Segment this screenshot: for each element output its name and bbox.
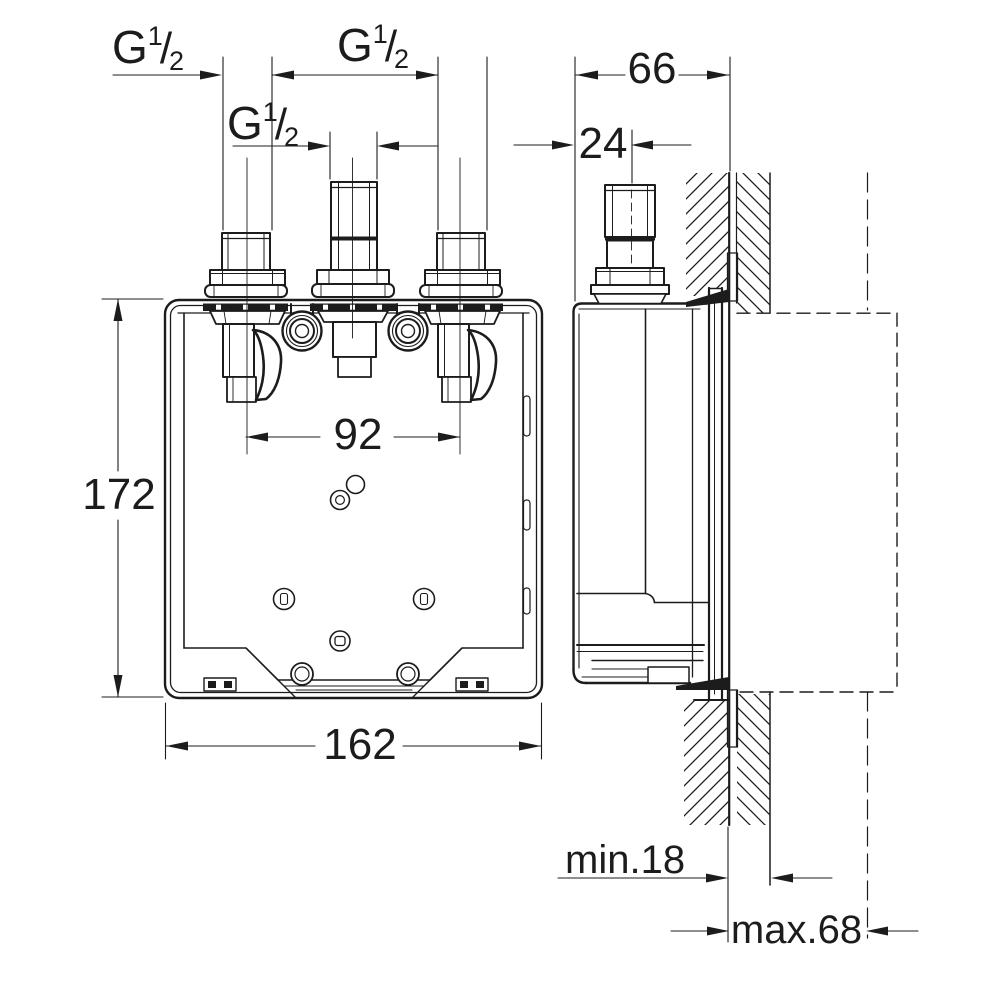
dim-recess-min: min.18 [565,838,686,882]
wall-hatching [686,173,729,296]
thread-denominator: 2 [284,122,300,152]
dim-thread-size-center-label: G1/2 [227,96,299,150]
thread-denominator: 2 [394,44,410,74]
flush-trim-dashed-outline [736,312,898,693]
bottom-clip-tab-left [203,677,237,692]
flange-leg-bottom [726,689,739,748]
dim-thread-size-outer-label: G1/2 [337,18,409,72]
flange-leg-top [726,252,739,302]
wall-seal-bottom [676,677,729,690]
bottom-clip-tab-right [455,677,489,692]
thread-numerator: 1 [262,96,278,127]
side-view-threaded-port [590,184,670,305]
thread-prefix: G [112,21,148,73]
thread-separator: / [159,24,173,73]
dim-thread-size-left-label: G1/2 [112,20,184,74]
dim-body-width: 162 [323,720,397,769]
thread-separator: / [274,100,288,149]
side-view-drawing [572,184,729,702]
dim-port-spacing: 92 [333,410,383,459]
thread-separator: / [384,22,398,71]
dim-body-depth: 66 [627,44,677,93]
wall-cross-section [684,171,898,939]
mounting-box-side-profile [572,288,722,700]
thread-denominator: 2 [169,46,185,76]
mounting-flange-plate [676,286,729,702]
valve-port-center [310,181,396,378]
dim-port-offset: 24 [578,119,628,168]
dim-body-height: 172 [82,470,156,519]
centerlines [246,157,632,455]
wall-seal-top [686,289,729,307]
thread-numerator: 1 [147,20,163,51]
dim-recess-max: max.68 [730,908,863,952]
thread-prefix: G [337,19,373,71]
thread-numerator: 1 [372,18,388,49]
thread-prefix: G [227,97,263,149]
faceplate-holes [272,474,436,686]
dimension-annotations [101,56,919,943]
front-view-drawing [163,181,544,700]
